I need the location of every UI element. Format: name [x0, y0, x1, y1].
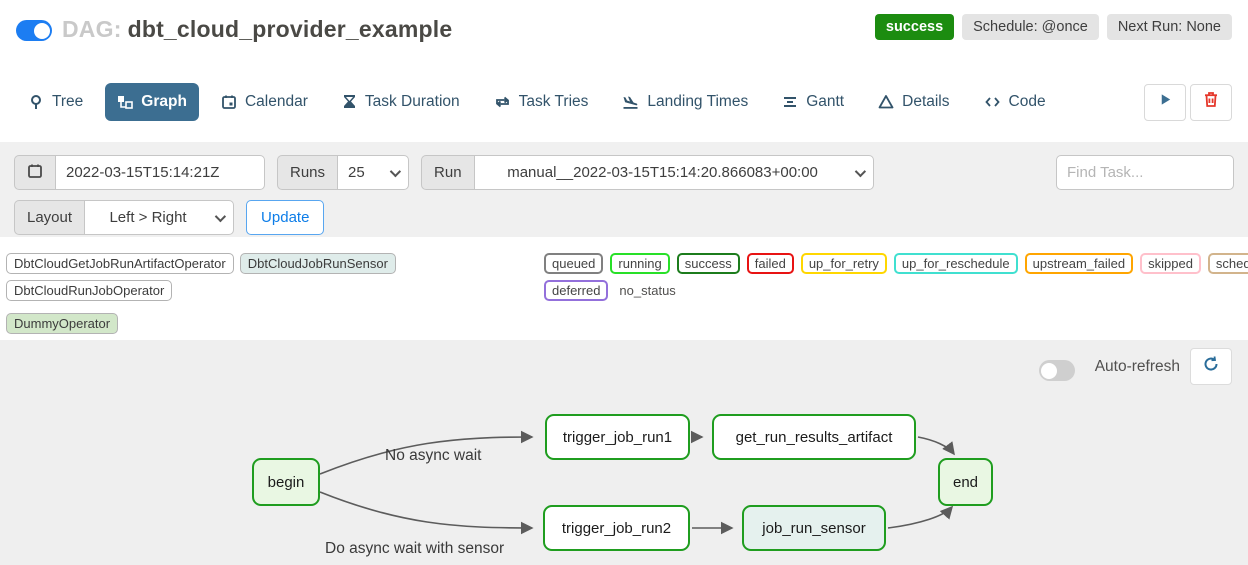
- status-legend-badge: success: [676, 253, 740, 274]
- dag-actions: [1144, 83, 1232, 121]
- delete-dag-button[interactable]: [1190, 83, 1232, 121]
- run-group: Run manual__2022-03-15T15:14:20.866083+0…: [421, 155, 874, 190]
- tab-landing-times[interactable]: Landing Times: [610, 83, 760, 121]
- edge-label-no-async-wait: No async wait: [385, 447, 482, 464]
- calendar-icon: [27, 163, 43, 183]
- refresh-button[interactable]: [1190, 348, 1232, 385]
- tab-label: Graph: [141, 93, 187, 110]
- tab-label: Landing Times: [647, 93, 749, 110]
- run-selected-value: manual__2022-03-15T15:14:20.866083+00:00: [507, 164, 818, 181]
- operator-badge: DbtCloudGetJobRunArtifactOperator: [6, 253, 234, 274]
- toggle-knob: [33, 22, 50, 39]
- tab-details[interactable]: Details: [866, 83, 961, 121]
- graph-panel: Auto-refresh begin trigger_job_run1 get_…: [0, 340, 1248, 565]
- tab-label: Tree: [52, 93, 84, 110]
- trigger-dag-button[interactable]: [1144, 83, 1186, 121]
- status-legend-badge: deferred: [544, 280, 609, 301]
- trash-icon: [1203, 91, 1219, 113]
- operator-legend: DbtCloudGetJobRunArtifactOperator DbtClo…: [4, 253, 544, 334]
- status-legend-badge: up_for_reschedule: [893, 253, 1018, 274]
- auto-refresh-toggle[interactable]: [1038, 360, 1075, 381]
- runs-selected-value: 25: [348, 164, 365, 181]
- status-legend-badge: queued: [544, 253, 604, 274]
- operator-badge: DbtCloudRunJobOperator: [6, 280, 173, 301]
- dag-prefix-label: DAG:: [62, 16, 122, 42]
- task-node-begin[interactable]: begin: [252, 458, 320, 506]
- auto-refresh-label: Auto-refresh: [1094, 357, 1180, 375]
- update-button[interactable]: Update: [246, 200, 325, 235]
- status-legend-badge: up_for_retry: [800, 253, 887, 274]
- status-legend-badge: scheduled: [1207, 253, 1248, 274]
- details-icon: [878, 94, 894, 110]
- tab-task-tries[interactable]: Task Tries: [482, 83, 601, 121]
- task-node-end[interactable]: end: [938, 458, 993, 506]
- view-tabs: Tree Graph Calendar Task Duration Task T…: [16, 80, 1232, 124]
- tab-tree[interactable]: Tree: [16, 83, 95, 121]
- run-label: Run: [421, 155, 474, 190]
- execution-date-input[interactable]: [55, 155, 265, 190]
- header-badges: success Schedule: @once Next Run: None: [874, 12, 1232, 40]
- next-run-badge: Next Run: None: [1106, 14, 1232, 40]
- layout-label: Layout: [14, 200, 85, 235]
- status-badge: success: [874, 14, 955, 40]
- dag-edges: [319, 430, 955, 535]
- tab-label: Calendar: [244, 93, 308, 110]
- task-node-trigger-job-run1[interactable]: trigger_job_run1: [545, 414, 690, 460]
- run-select[interactable]: manual__2022-03-15T15:14:20.866083+00:00: [473, 155, 874, 190]
- status-legend-badge: upstream_failed: [1024, 253, 1134, 274]
- task-node-get-run-results-artifact[interactable]: get_run_results_artifact: [712, 414, 916, 460]
- graph-controls: Auto-refresh: [1038, 348, 1232, 385]
- tab-gantt[interactable]: Gantt: [770, 83, 856, 121]
- dag-name: dbt_cloud_provider_example: [127, 16, 453, 42]
- execution-date-group: [14, 155, 265, 190]
- status-legend-badge: failed: [746, 253, 794, 274]
- status-legend: queued running success failed up_for_ret…: [544, 253, 1248, 301]
- gantt-icon: [782, 94, 798, 110]
- tab-label: Task Tries: [518, 93, 589, 110]
- tab-code[interactable]: Code: [972, 83, 1058, 121]
- repeat-icon: [494, 94, 511, 110]
- tab-graph[interactable]: Graph: [105, 83, 199, 121]
- graph-icon: [117, 94, 134, 110]
- layout-selected-value: Left > Right: [109, 209, 187, 226]
- operator-badge: DummyOperator: [6, 313, 119, 334]
- tab-label: Gantt: [806, 93, 845, 110]
- play-icon: [1158, 92, 1173, 112]
- refresh-icon: [1202, 355, 1220, 378]
- schedule-badge: Schedule: @once: [962, 14, 1099, 40]
- tab-calendar[interactable]: Calendar: [209, 83, 320, 121]
- hourglass-icon: [342, 94, 357, 110]
- edge-label-do-async-wait: Do async wait with sensor: [325, 540, 505, 557]
- layout-select[interactable]: Left > Right: [84, 200, 235, 235]
- tab-label: Task Duration: [364, 93, 460, 110]
- chevron-down-icon: [214, 210, 227, 222]
- toggle-knob: [1041, 362, 1058, 379]
- plane-landing-icon: [622, 94, 639, 110]
- legend: DbtCloudGetJobRunArtifactOperator DbtClo…: [4, 253, 1248, 334]
- calendar-icon: [221, 94, 237, 110]
- chevron-down-icon: [854, 165, 866, 177]
- dag-pause-toggle[interactable]: [16, 20, 52, 41]
- dag-header: DAG:dbt_cloud_provider_example success S…: [16, 12, 1232, 54]
- runs-group: Runs 25: [277, 155, 410, 190]
- layout-group: Layout Left > Right: [14, 200, 235, 235]
- runs-label: Runs: [277, 155, 338, 190]
- tab-label: Code: [1008, 93, 1046, 110]
- status-legend-badge: running: [610, 253, 670, 274]
- runs-select[interactable]: 25: [337, 155, 410, 190]
- filter-bar: Runs 25 Run manual__2022-03-15T15:14:20.…: [0, 142, 1248, 237]
- tab-task-duration[interactable]: Task Duration: [330, 83, 472, 121]
- task-node-trigger-job-run2[interactable]: trigger_job_run2: [543, 505, 690, 551]
- operator-badge: DbtCloudJobRunSensor: [239, 253, 396, 274]
- tab-label: Details: [902, 93, 950, 110]
- page-title: DAG:dbt_cloud_provider_example: [62, 16, 452, 43]
- tree-icon: [28, 94, 44, 110]
- status-legend-badge: no_status: [619, 283, 676, 298]
- find-task-input[interactable]: [1056, 155, 1234, 190]
- calendar-picker-button[interactable]: [14, 155, 55, 190]
- task-node-job-run-sensor[interactable]: job_run_sensor: [742, 505, 886, 551]
- chevron-down-icon: [389, 165, 402, 177]
- code-icon: [984, 94, 1001, 110]
- status-legend-badge: skipped: [1140, 253, 1201, 274]
